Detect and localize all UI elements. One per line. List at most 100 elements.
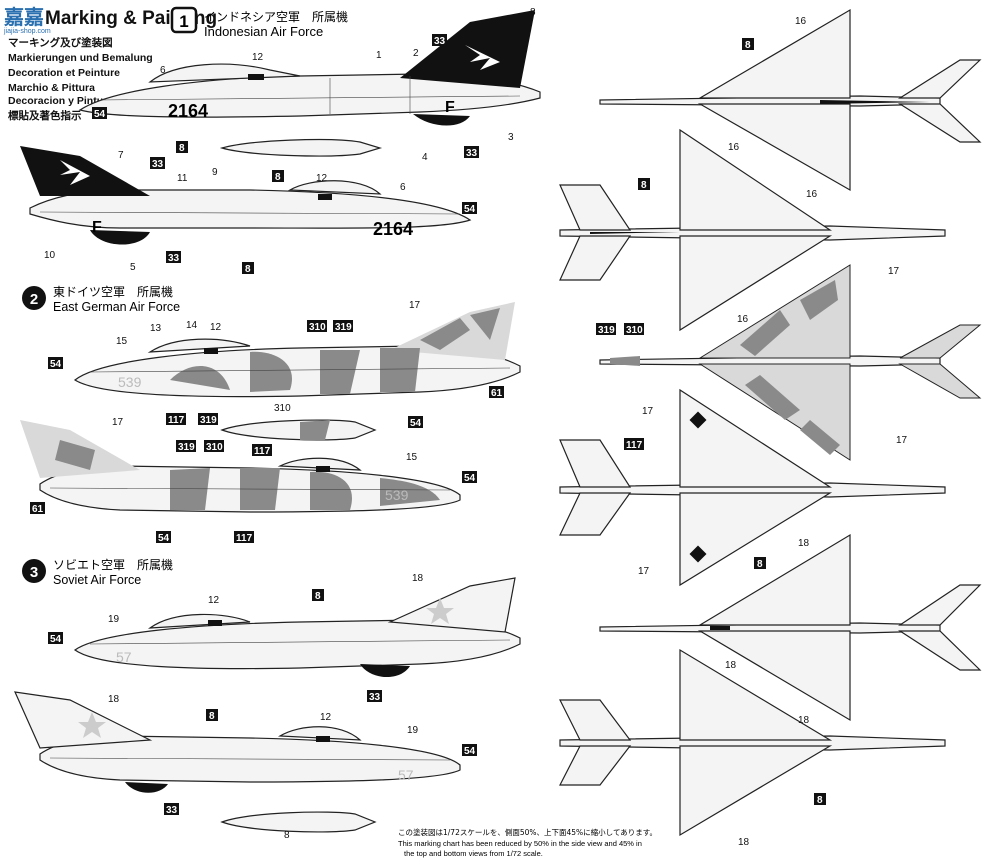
drop-tank-1 [219, 138, 383, 157]
scheme-1-header: 1 インドネシア空軍 所属機 Indonesian Air Force [170, 6, 348, 39]
plain-310: 310 [274, 403, 291, 414]
box-54b: 54 [464, 204, 476, 215]
scheme-number-badge [22, 286, 46, 310]
soviet-side-left: 57 [73, 577, 521, 678]
scheme-name-jp: 東ドイツ空軍 所属機 [53, 284, 173, 299]
subtitle-cn: 標貼及著色指示 [8, 109, 82, 122]
scheme-3-header: 3 ソビエト空軍 所属機 Soviet Air Force [22, 557, 173, 587]
box-8b: 8 [275, 172, 281, 183]
scheme-number: 2 [30, 291, 38, 308]
callout-18b: 18 [108, 694, 120, 705]
scheme-name-en: East German Air Force [53, 300, 180, 314]
scheme-number: 3 [30, 564, 38, 581]
plan-view-2-top [599, 264, 982, 461]
scheme-name-jp: インドネシア空軍 所属機 [204, 9, 348, 24]
callout-12b: 12 [316, 173, 328, 184]
scheme-name-jp: ソビエト空軍 所属機 [53, 557, 173, 572]
scheme-number-badge [22, 559, 46, 583]
callout-11: 11 [177, 173, 188, 184]
scheme-name-en: Indonesian Air Force [204, 24, 323, 39]
subtitle-fr: Decoration et Peinture [8, 67, 120, 79]
scheme-2-header: 2 東ドイツ空軍 所属機 East German Air Force [22, 284, 180, 314]
subtitle-list: マーキング及び塗装図 Markierungen und Bemalung Dec… [8, 36, 153, 122]
box-319d: 319 [598, 325, 615, 336]
callout-6b: 6 [400, 182, 406, 193]
box-8i: 8 [817, 795, 823, 806]
serial-number-right: 2164 [373, 219, 413, 239]
box-117: 117 [168, 415, 185, 426]
callout-2: 2 [413, 48, 419, 59]
box-8h: 8 [757, 559, 763, 570]
callout-17f: 17 [638, 566, 650, 577]
box-319b: 319 [200, 415, 217, 426]
callout-17c: 17 [888, 266, 900, 277]
east-germany-side-left: 539 [73, 302, 521, 398]
callout-15b: 15 [406, 452, 418, 463]
box-61: 61 [491, 388, 503, 399]
box-54h: 54 [464, 746, 476, 757]
box-319c: 319 [178, 442, 195, 453]
box-8d: 8 [315, 591, 321, 602]
callout-16b: 16 [728, 142, 740, 153]
drop-tank-3 [220, 811, 377, 833]
callout-8-plain: 8 [284, 830, 290, 841]
scheme-number-badge [170, 6, 198, 34]
box-8e: 8 [209, 711, 215, 722]
callout-12c: 12 [210, 322, 222, 333]
callout-18d: 18 [725, 660, 737, 671]
box-319: 319 [335, 322, 352, 333]
tail-letter: F [445, 99, 455, 116]
box-54d: 54 [410, 418, 422, 429]
plan-view-1-top [599, 8, 982, 192]
callout-1: 1 [376, 50, 382, 61]
callout-16a: 16 [795, 16, 807, 27]
callout-7: 7 [118, 150, 124, 161]
tail-letter-right: F [92, 219, 102, 236]
plan-view-1-bottom [559, 128, 946, 332]
box-54c: 54 [50, 359, 62, 370]
box-54g: 54 [50, 634, 62, 645]
callout-8: 8 [530, 7, 536, 18]
box-117b: 117 [254, 446, 271, 457]
subtitle-de: Markierungen und Bemalung [8, 52, 153, 64]
box-33b: 33 [466, 148, 478, 159]
drop-tank-2 [220, 419, 377, 441]
watermark-url: jiajia-shop.com [3, 28, 51, 35]
callout-boxes: 33 54 8 33 8 33 54 33 8 310 319 54 61 11… [30, 34, 826, 816]
callout-16d: 16 [737, 314, 749, 325]
callout-5: 5 [130, 262, 136, 273]
box-310: 310 [309, 322, 326, 333]
footnote-en-1: This marking chart has been reduced by 5… [398, 839, 642, 848]
callout-17b: 17 [112, 417, 124, 428]
box-8g: 8 [641, 180, 647, 191]
east-germany-side-right: 539 [20, 420, 461, 513]
callout-12e: 12 [320, 712, 332, 723]
soviet-side-right: 57 [14, 691, 461, 793]
serial-number-right: 539 [385, 487, 409, 503]
box-33c: 33 [152, 159, 164, 170]
callout-12a: 12 [252, 52, 264, 63]
serial-number: 57 [116, 649, 132, 665]
box-310c: 310 [626, 325, 643, 336]
callout-17a: 17 [409, 300, 421, 311]
box-33d: 33 [168, 253, 180, 264]
callout-18e: 18 [798, 715, 810, 726]
indonesia-side-left: 2164 F [78, 10, 541, 126]
subtitle-es: Decoracion y Pintura [8, 95, 113, 107]
serial-number-right: 57 [398, 767, 414, 783]
callout-18c: 18 [798, 538, 810, 549]
plan-view-3-bottom [559, 648, 946, 837]
box-54f: 54 [158, 533, 170, 544]
box-54e: 54 [464, 473, 476, 484]
serial-number: 539 [118, 374, 142, 390]
callout-16c: 16 [806, 189, 818, 200]
callout-labels: 1 2 3 4 5 6 6 7 8 9 10 11 12 12 12 12 12… [44, 7, 908, 848]
plan-view-3-top [599, 533, 982, 722]
indonesia-side-right: 2164 F [20, 146, 472, 245]
box-33: 33 [434, 36, 446, 47]
box-117c: 117 [236, 533, 253, 544]
box-117d: 117 [626, 440, 643, 451]
serial-number: 2164 [168, 101, 208, 121]
callout-19b: 19 [407, 725, 419, 736]
